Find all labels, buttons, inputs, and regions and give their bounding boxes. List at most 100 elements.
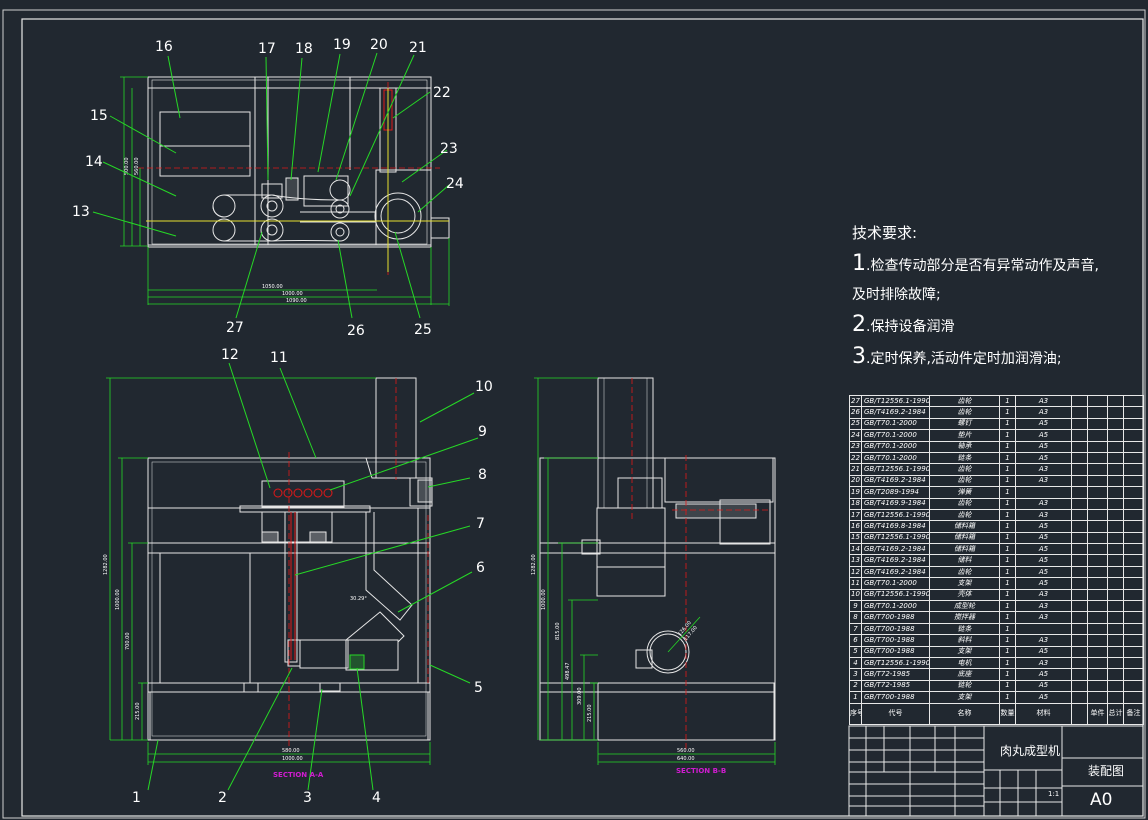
bom-material: A3 — [1015, 474, 1072, 488]
callout-label: 8 — [478, 467, 487, 483]
bom-header-cell: 序号 — [849, 702, 862, 725]
bom-material: A3 — [1015, 634, 1072, 647]
top-view — [147, 76, 450, 248]
side-view-centerlines — [631, 378, 769, 752]
bom-cell — [1107, 463, 1124, 476]
bom-material: A3 — [1015, 508, 1072, 522]
bom-part-name: 储料 — [929, 554, 1000, 567]
bom-index: 8 — [849, 611, 862, 624]
bom-cell — [1107, 520, 1124, 533]
bom-part-name: 成型轮 — [929, 600, 1000, 613]
bom-index: 24 — [849, 429, 862, 442]
bom-standard: GB/T70.1-2000 — [861, 577, 930, 590]
bom-cell — [1071, 691, 1088, 704]
callout-label: 21 — [409, 40, 427, 56]
bom-cell — [1107, 645, 1124, 659]
bom-material: A5 — [1015, 554, 1072, 567]
bom-part-name: 链轮 — [929, 679, 1000, 693]
bom-part-name: 螺钉 — [929, 417, 1000, 431]
bom-standard: GB/T70.1-2000 — [861, 600, 930, 613]
bom-standard: GB/T4169.2-1984 — [861, 474, 930, 488]
bom-cell — [1107, 508, 1124, 522]
product-name: 肉丸成型机 — [1000, 744, 1061, 758]
bom-part-name: 链条 — [929, 451, 1000, 465]
callout-label: 1 — [132, 790, 141, 806]
bom-index: 15 — [849, 531, 862, 545]
bom-cell — [1087, 679, 1108, 693]
bom-part-name: 支架 — [929, 577, 1000, 590]
bom-cell — [1107, 600, 1124, 613]
top-view-leaders — [92, 52, 450, 319]
bom-header-row: 序号代号名称数量材料单件总计备注 — [849, 702, 1144, 725]
bom-cell — [1107, 429, 1124, 442]
note-number: 2 — [852, 312, 866, 337]
bom-part-name: 齿轮 — [929, 463, 1000, 476]
bom-header-cell: 数量 — [999, 702, 1016, 725]
bom-cell — [1123, 417, 1144, 431]
front-view-dim-text: 1282.00 1000.00 700.00 215.00 1000.00 58… — [103, 554, 367, 762]
bom-qty: 1 — [999, 508, 1016, 522]
bom-standard: GB/T70.1-2000 — [861, 429, 930, 442]
bom-cell — [1087, 656, 1108, 670]
bom-material: A5 — [1015, 429, 1072, 442]
bom-part-name: 储料箱 — [929, 543, 1000, 556]
bom-material: A5 — [1015, 691, 1072, 704]
bom-cell — [1071, 645, 1088, 659]
bom-cell — [1071, 486, 1088, 499]
bom-part-name: 支架 — [929, 645, 1000, 659]
bom-cell — [1071, 554, 1088, 567]
callout-label: 27 — [226, 320, 244, 336]
top-view-callouts: 16 17 18 19 20 21 22 23 24 13 14 15 25 2… — [72, 37, 464, 339]
bom-index: 27 — [849, 394, 862, 408]
bom-cell — [1087, 588, 1108, 602]
note-line: 及时排除故障; — [852, 281, 1099, 310]
bom-cell — [1071, 531, 1088, 545]
bom-cell — [1123, 497, 1144, 510]
bom-cell — [1123, 679, 1144, 693]
callout-label: 5 — [474, 680, 483, 696]
note-line: 1.检查传动部分是否有异常动作及声音, — [852, 249, 1099, 281]
bom-index: 13 — [849, 554, 862, 567]
bom-cell — [1107, 406, 1124, 419]
bom-material: A3 — [1015, 611, 1072, 624]
bom-qty: 1 — [999, 474, 1016, 488]
bom-standard: GB/T700-1988 — [861, 622, 930, 636]
drawing-type: 装配图 — [1088, 764, 1125, 778]
bom-material: A5 — [1015, 440, 1072, 453]
bom-material — [1015, 486, 1072, 499]
bom-cell — [1071, 634, 1088, 647]
bom-cell — [1071, 588, 1088, 602]
bom-cell — [1123, 406, 1144, 419]
dim-text: 580.00 — [282, 748, 300, 754]
bom-standard: GB/T4169.8-1984 — [861, 520, 930, 533]
bom-standard: GB/T12556.1-1990 — [861, 531, 930, 545]
dim-text: 215.00 — [135, 703, 141, 721]
bom-index: 26 — [849, 406, 862, 419]
bom-cell — [1071, 656, 1088, 670]
bom-cell — [1071, 451, 1088, 465]
bom-qty: 1 — [999, 417, 1016, 431]
bom-cell — [1123, 486, 1144, 499]
bom-index: 4 — [849, 656, 862, 670]
bom-index: 23 — [849, 440, 862, 453]
bom-index: 3 — [849, 668, 862, 681]
bom-cell — [1071, 565, 1088, 579]
bom-index: 6 — [849, 634, 862, 647]
bom-material: A3 — [1015, 394, 1072, 408]
bom-qty: 1 — [999, 463, 1016, 476]
bom-index: 1 — [849, 691, 862, 704]
bom-standard: GB/T12556.1-1990 — [861, 588, 930, 602]
bom-cell — [1107, 486, 1124, 499]
bom-material: A5 — [1015, 645, 1072, 659]
bom-cell — [1071, 600, 1088, 613]
bom-qty: 1 — [999, 497, 1016, 510]
bom-qty: 1 — [999, 486, 1016, 499]
bom-cell — [1107, 691, 1124, 704]
bom-cell — [1087, 440, 1108, 453]
